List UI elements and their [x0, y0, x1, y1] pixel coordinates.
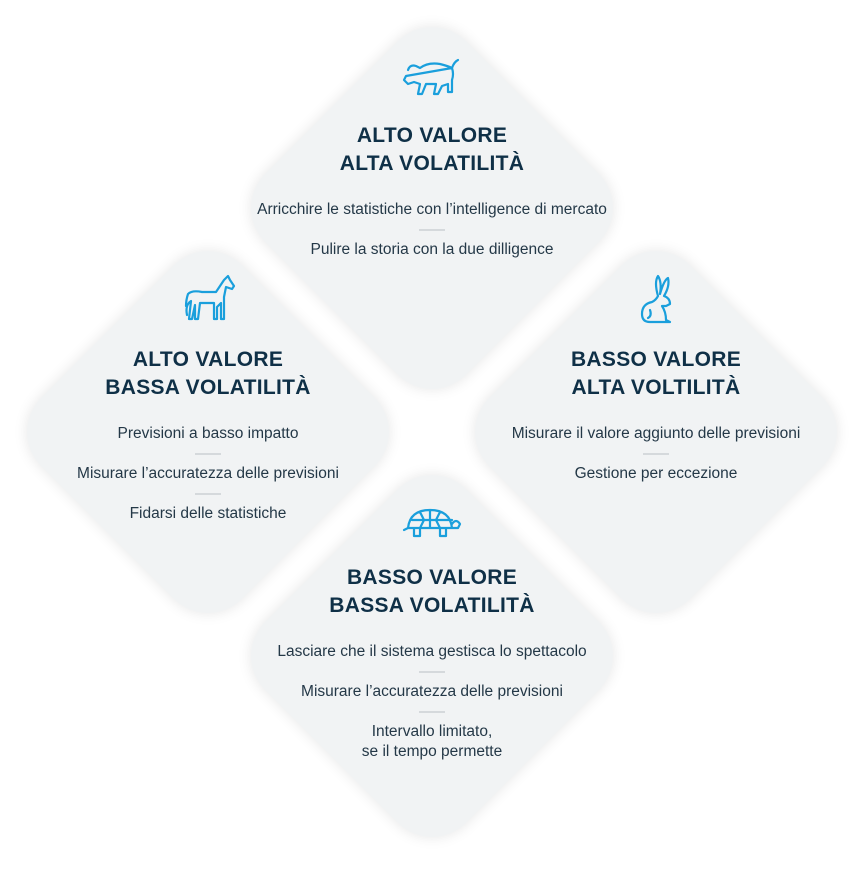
list-item: Intervallo limitato, se il tempo permett…: [361, 723, 503, 760]
divider: [419, 711, 445, 713]
divider: [195, 493, 221, 495]
list-item: Previsioni a basso impatto: [117, 425, 299, 442]
title-line: ALTA VOLTILITÀ: [571, 376, 741, 399]
divider: [643, 453, 669, 455]
list-item: Misurare l’accuratezza delle previsioni: [301, 683, 563, 700]
quadrant-title: ALTO VALORE ALTA VOLATILITÀ: [232, 122, 632, 178]
title-line: BASSO VALORE: [346, 566, 518, 589]
list-item: Misurare l’accuratezza delle previsioni: [77, 465, 339, 482]
title-line: ALTO VALORE: [132, 348, 284, 371]
list-item: Pulire la storia con la due dilligence: [310, 241, 554, 258]
list-item: Arricchire le statistiche con l’intellig…: [257, 201, 607, 218]
horse-icon: [184, 274, 236, 321]
bull-icon: [402, 58, 460, 96]
divider: [195, 453, 221, 455]
divider: [419, 671, 445, 673]
quadrant-title: BASSO VALORE BASSA VOLATILITÀ: [232, 564, 632, 620]
turtle-icon: [402, 508, 462, 538]
quadrant-right: BASSO VALORE ALTA VOLTILITÀ Misurare il v…: [456, 274, 856, 484]
title-line: BASSA VOLATILITÀ: [329, 594, 535, 617]
list-item: Lasciare che il sistema gestisca lo spet…: [277, 643, 587, 660]
quadrant-left: ALTO VALORE BASSA VOLATILITÀ Previsioni a…: [8, 274, 408, 524]
quadrant-bottom: BASSO VALORE BASSA VOLATILITÀ Lasciare ch…: [232, 506, 632, 762]
title-line: ALTA VOLATILITÀ: [339, 152, 525, 175]
list-item: Gestione per eccezione: [574, 465, 738, 482]
quadrant-title: BASSO VALORE ALTA VOLTILITÀ: [456, 346, 856, 402]
divider: [419, 229, 445, 231]
title-line: BASSA VOLATILITÀ: [105, 376, 311, 399]
quadrant-title: ALTO VALORE BASSA VOLATILITÀ: [8, 346, 408, 402]
title-line: BASSO VALORE: [570, 348, 742, 371]
rabbit-icon: [640, 274, 672, 324]
title-line: ALTO VALORE: [356, 124, 508, 147]
quadrant-top: ALTO VALORE ALTA VOLATILITÀ Arricchire le…: [232, 56, 632, 260]
list-item: Misurare il valore aggiunto delle previs…: [511, 425, 801, 442]
list-item: Fidarsi delle statistiche: [129, 505, 287, 522]
